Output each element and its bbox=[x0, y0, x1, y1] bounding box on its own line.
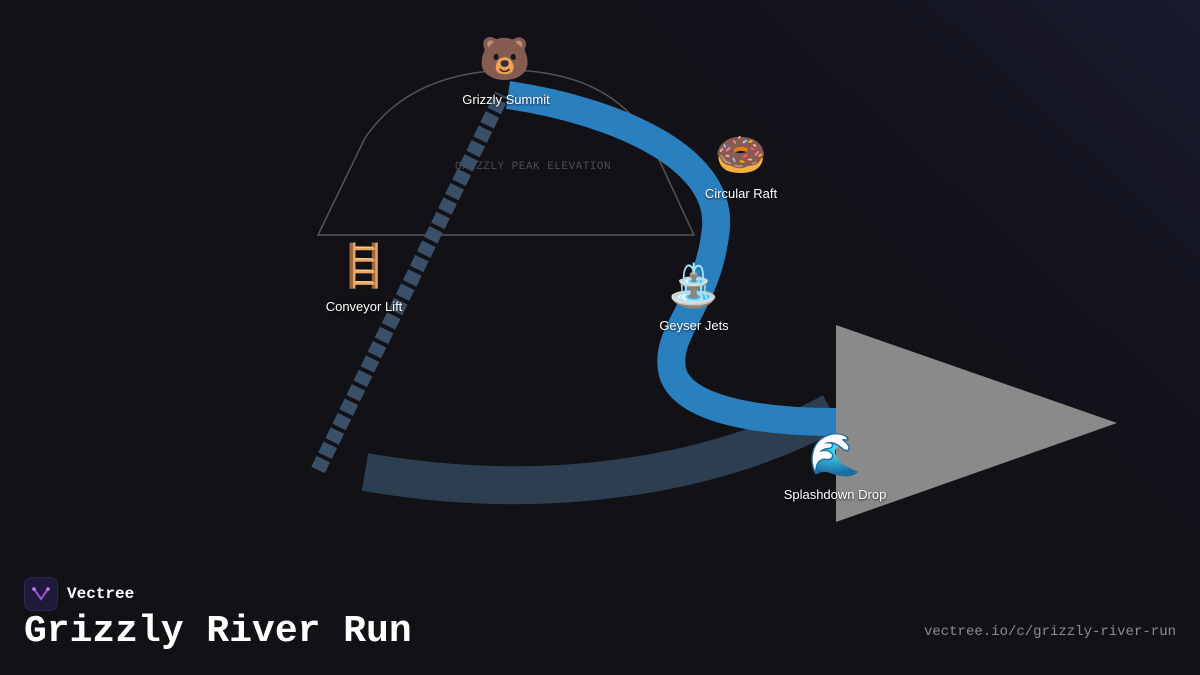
poi-label-conveyor-lift: Conveyor Lift bbox=[325, 299, 403, 314]
page-title: Grizzly River Run bbox=[24, 610, 412, 653]
ladder-icon: 🪜 bbox=[337, 241, 391, 290]
conveyor-lift-track bbox=[311, 91, 509, 474]
return-path bbox=[361, 395, 842, 505]
donut-icon: 🍩 bbox=[714, 130, 768, 179]
bear-icon: 🐻 bbox=[478, 34, 532, 83]
page-url[interactable]: vectree.io/c/grizzly-river-run bbox=[923, 624, 1176, 640]
direction-arrow bbox=[836, 325, 1117, 522]
brand-name: Vectree bbox=[67, 585, 135, 603]
poi-label-grizzly-summit: Grizzly Summit bbox=[462, 92, 550, 107]
fountain-icon: ⛲ bbox=[667, 261, 721, 310]
brand: Vectree bbox=[24, 577, 134, 611]
river-path bbox=[505, 81, 837, 436]
wave-icon: 🌊 bbox=[808, 430, 862, 479]
vectree-logo-icon bbox=[24, 577, 58, 611]
poi-label-geyser-jets: Geyser Jets bbox=[659, 318, 729, 333]
poi-label-circular-raft: Circular Raft bbox=[704, 186, 778, 201]
mountain-caption: GRIZZLY PEAK ELEVATION bbox=[455, 161, 611, 173]
poi-label-splashdown-drop: Splashdown Drop bbox=[783, 487, 887, 502]
